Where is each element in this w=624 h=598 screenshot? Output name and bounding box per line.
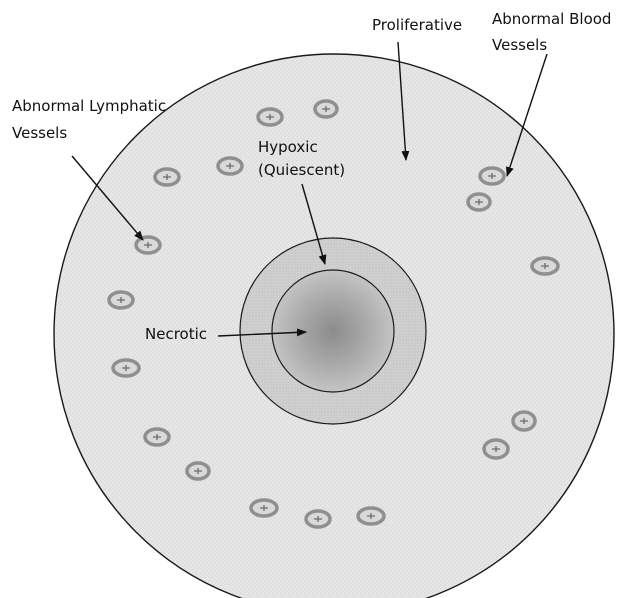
blood-vessel [306, 511, 330, 527]
lymphatic-vessel [113, 360, 139, 376]
blood-vessel [358, 508, 384, 524]
lymphatic-vessel [109, 292, 133, 308]
blood-vessel [484, 440, 508, 458]
blood-vessel [218, 158, 242, 174]
blood-vessel [251, 500, 277, 516]
label-proliferative: Proliferative [372, 16, 462, 34]
label-abnormal-blood-vessels: Abnormal Blood Vessels [492, 10, 616, 54]
blood-vessel [187, 463, 209, 479]
blood-vessel [532, 258, 558, 274]
necrotic-core [272, 270, 394, 392]
blood-vessel [480, 168, 504, 184]
blood-vessel [468, 194, 490, 210]
lymphatic-vessel [136, 237, 160, 253]
blood-vessel [513, 412, 535, 430]
blood-vessel [258, 109, 282, 125]
label-necrotic: Necrotic [145, 325, 207, 343]
blood-vessel [315, 101, 337, 117]
blood-vessel [145, 429, 169, 445]
lymphatic-vessel [155, 169, 179, 185]
